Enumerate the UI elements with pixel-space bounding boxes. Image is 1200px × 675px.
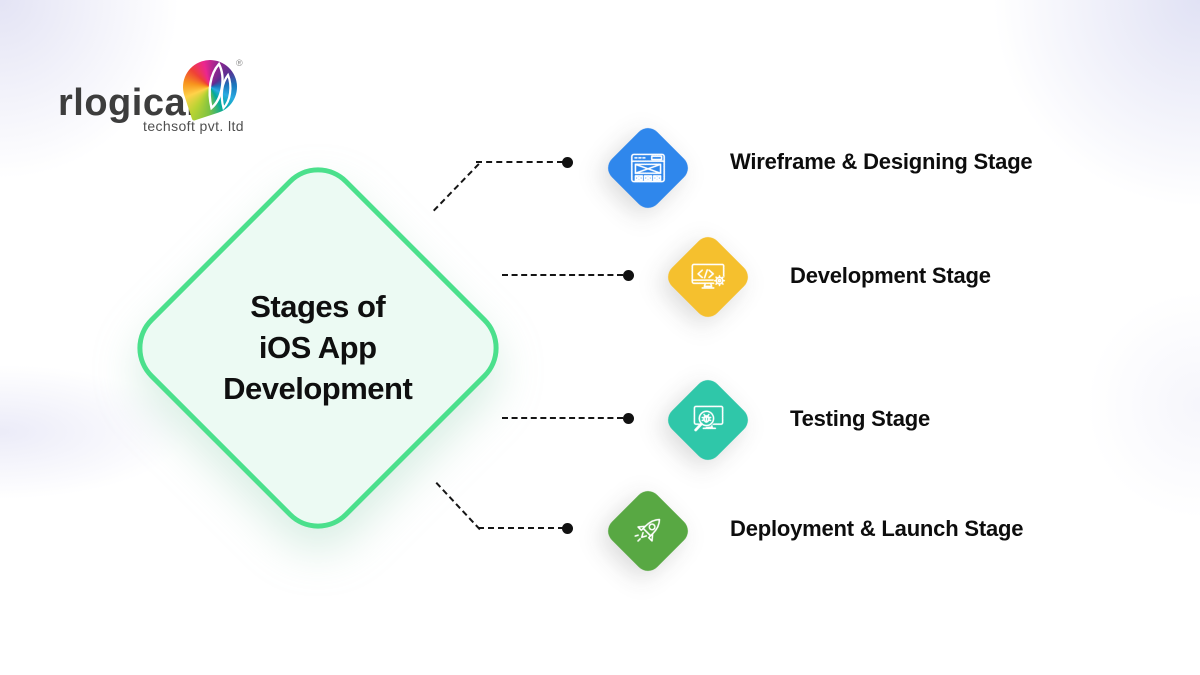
- logo-brand-text: rlogical: [58, 82, 198, 124]
- title-line-2: iOS App: [259, 329, 377, 365]
- stage-label-wireframe: Wireframe & Designing Stage: [730, 149, 1033, 174]
- connector-1-line: [476, 161, 563, 163]
- rlogical-leaf-icon: [175, 52, 245, 122]
- connector-4-diagonal: [435, 482, 481, 531]
- diagram-title: Stages of iOS App Development: [183, 287, 453, 410]
- connector-2-dot: [623, 270, 634, 281]
- title-line-3: Development: [223, 370, 413, 406]
- connector-4-line: [478, 527, 564, 529]
- company-logo: rlogical techsoft pvt. ltd ®: [58, 52, 248, 138]
- title-line-1: Stages of: [250, 288, 386, 324]
- code-monitor-gear-icon: [662, 231, 754, 323]
- rocket-icon: [602, 485, 694, 577]
- logo-tagline-text: techsoft pvt. ltd: [143, 118, 244, 134]
- stage-label-testing: Testing Stage: [790, 406, 931, 431]
- bug-magnifier-monitor-icon: [662, 374, 754, 466]
- registered-mark: ®: [236, 58, 243, 68]
- connector-1-diagonal: [433, 163, 480, 212]
- connector-1-dot: [562, 157, 573, 168]
- connector-3-line: [502, 417, 623, 419]
- connector-3-dot: [623, 413, 634, 424]
- central-diamond: Stages of iOS App Development: [120, 150, 516, 546]
- wireframe-browser-icon: [602, 122, 694, 214]
- connector-2-line: [502, 274, 623, 276]
- stage-label-deployment: Deployment & Launch Stage: [730, 516, 1024, 541]
- connector-4-dot: [562, 523, 573, 534]
- stage-label-development: Development Stage: [790, 263, 991, 288]
